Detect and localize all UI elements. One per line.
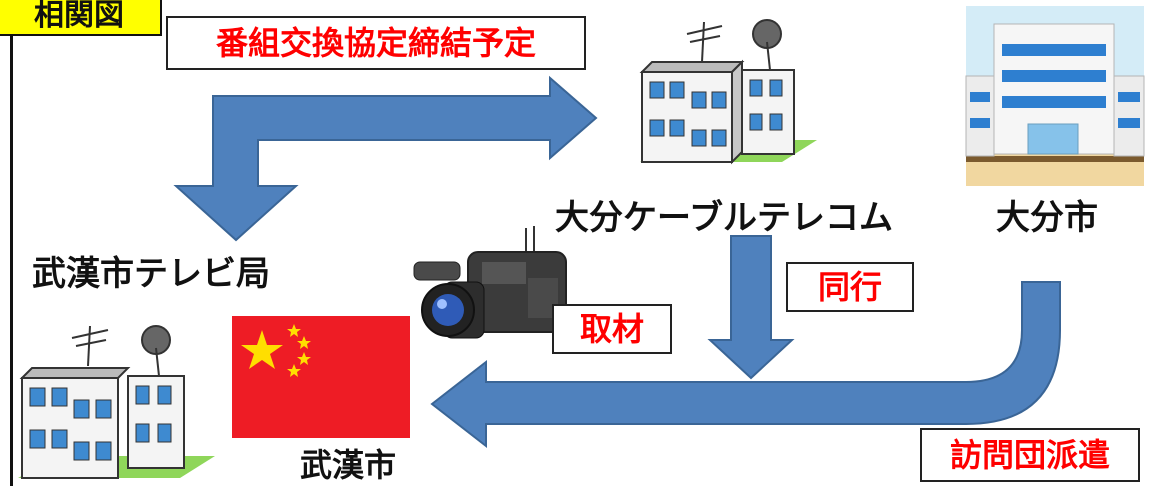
video-camera-icon xyxy=(413,226,567,339)
wuhan-city-label: 武漢市 xyxy=(300,446,397,484)
delegation-label: 訪問団派遣 xyxy=(920,428,1140,482)
oita-cable-label: 大分ケーブルテレコム xyxy=(555,198,893,238)
coverage-label: 取材 xyxy=(552,304,672,354)
wuhan-tv-label: 武漢市テレビ局 xyxy=(32,254,270,294)
agreement-label: 番組交換協定締結予定 xyxy=(166,16,586,70)
left-border-line xyxy=(10,30,13,486)
delegation-arrow xyxy=(430,281,1061,449)
wuhan-tv-building-icon xyxy=(18,325,215,479)
diagram-title: 相関図 xyxy=(0,0,162,36)
oita-cable-building-icon xyxy=(639,19,817,165)
china-flag-icon xyxy=(232,316,410,438)
oita-city-hall-icon xyxy=(965,6,1145,186)
agreement-arrow xyxy=(173,75,598,242)
oita-city-label: 大分市 xyxy=(996,198,1098,238)
accompany-arrow xyxy=(707,235,795,380)
accompany-label: 同行 xyxy=(786,262,914,312)
